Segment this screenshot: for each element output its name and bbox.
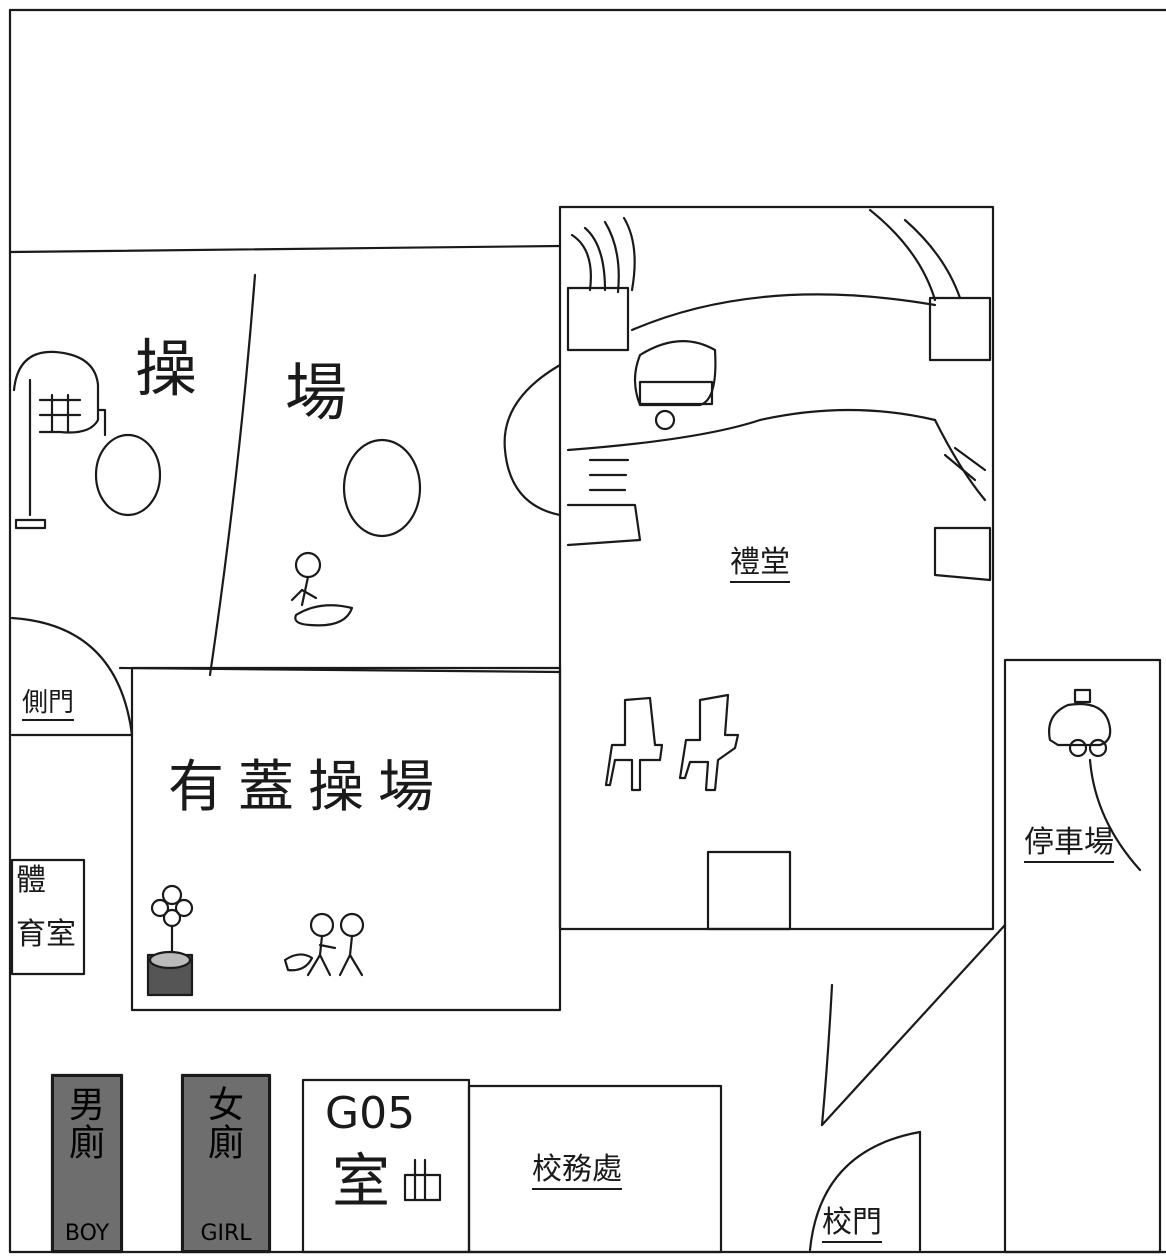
covered-playground-label: 有蓋操場 (168, 755, 448, 820)
car-icon (1048, 688, 1142, 872)
students-icon (283, 912, 365, 977)
car-park-outline (1003, 658, 1162, 1254)
girls-toilet-english-label: GIRL (200, 1221, 252, 1246)
school-gate-label: 校門 (822, 1208, 882, 1243)
plant-pot-icon (146, 884, 194, 997)
school-gate-door-icon (808, 1130, 922, 1252)
car-park-label: 停車場 (1024, 828, 1114, 863)
playground-label-left: 操 (135, 332, 200, 405)
boys-toilet-english-label: BOY (64, 1221, 110, 1246)
chairs-icon (604, 693, 740, 792)
room-g05-number: G05 (325, 1088, 416, 1139)
pe-room-outline (10, 858, 86, 976)
hall-label: 禮堂 (730, 548, 790, 583)
boys-toilet: 男廁 BOY (52, 1075, 122, 1252)
basketball-hoop-icon (12, 350, 107, 530)
playground-label-right: 場 (285, 356, 350, 429)
school-office-outline (467, 1084, 723, 1254)
hall-stage-drawing (566, 208, 992, 582)
g05-doodle-icon (403, 1158, 442, 1202)
room-g05-label: 室 (332, 1147, 391, 1215)
pe-room-label-line1: 體 (16, 863, 46, 898)
driveway-lines (820, 923, 1007, 1127)
hall-door (706, 850, 792, 931)
covered-playground-outline (130, 666, 562, 1012)
girls-toilet-label: 女廁 (208, 1085, 245, 1164)
girls-toilet: 女廁 GIRL (182, 1075, 270, 1252)
playground-area (8, 244, 562, 677)
side-gate-label: 側門 (22, 690, 75, 721)
boys-toilet-label: 男廁 (69, 1085, 106, 1164)
school-office-label: 校務處 (532, 1155, 622, 1190)
side-gate-door-icon (10, 616, 134, 737)
pe-room-label-line2: 育室 (16, 917, 76, 952)
student-icon (290, 551, 354, 627)
